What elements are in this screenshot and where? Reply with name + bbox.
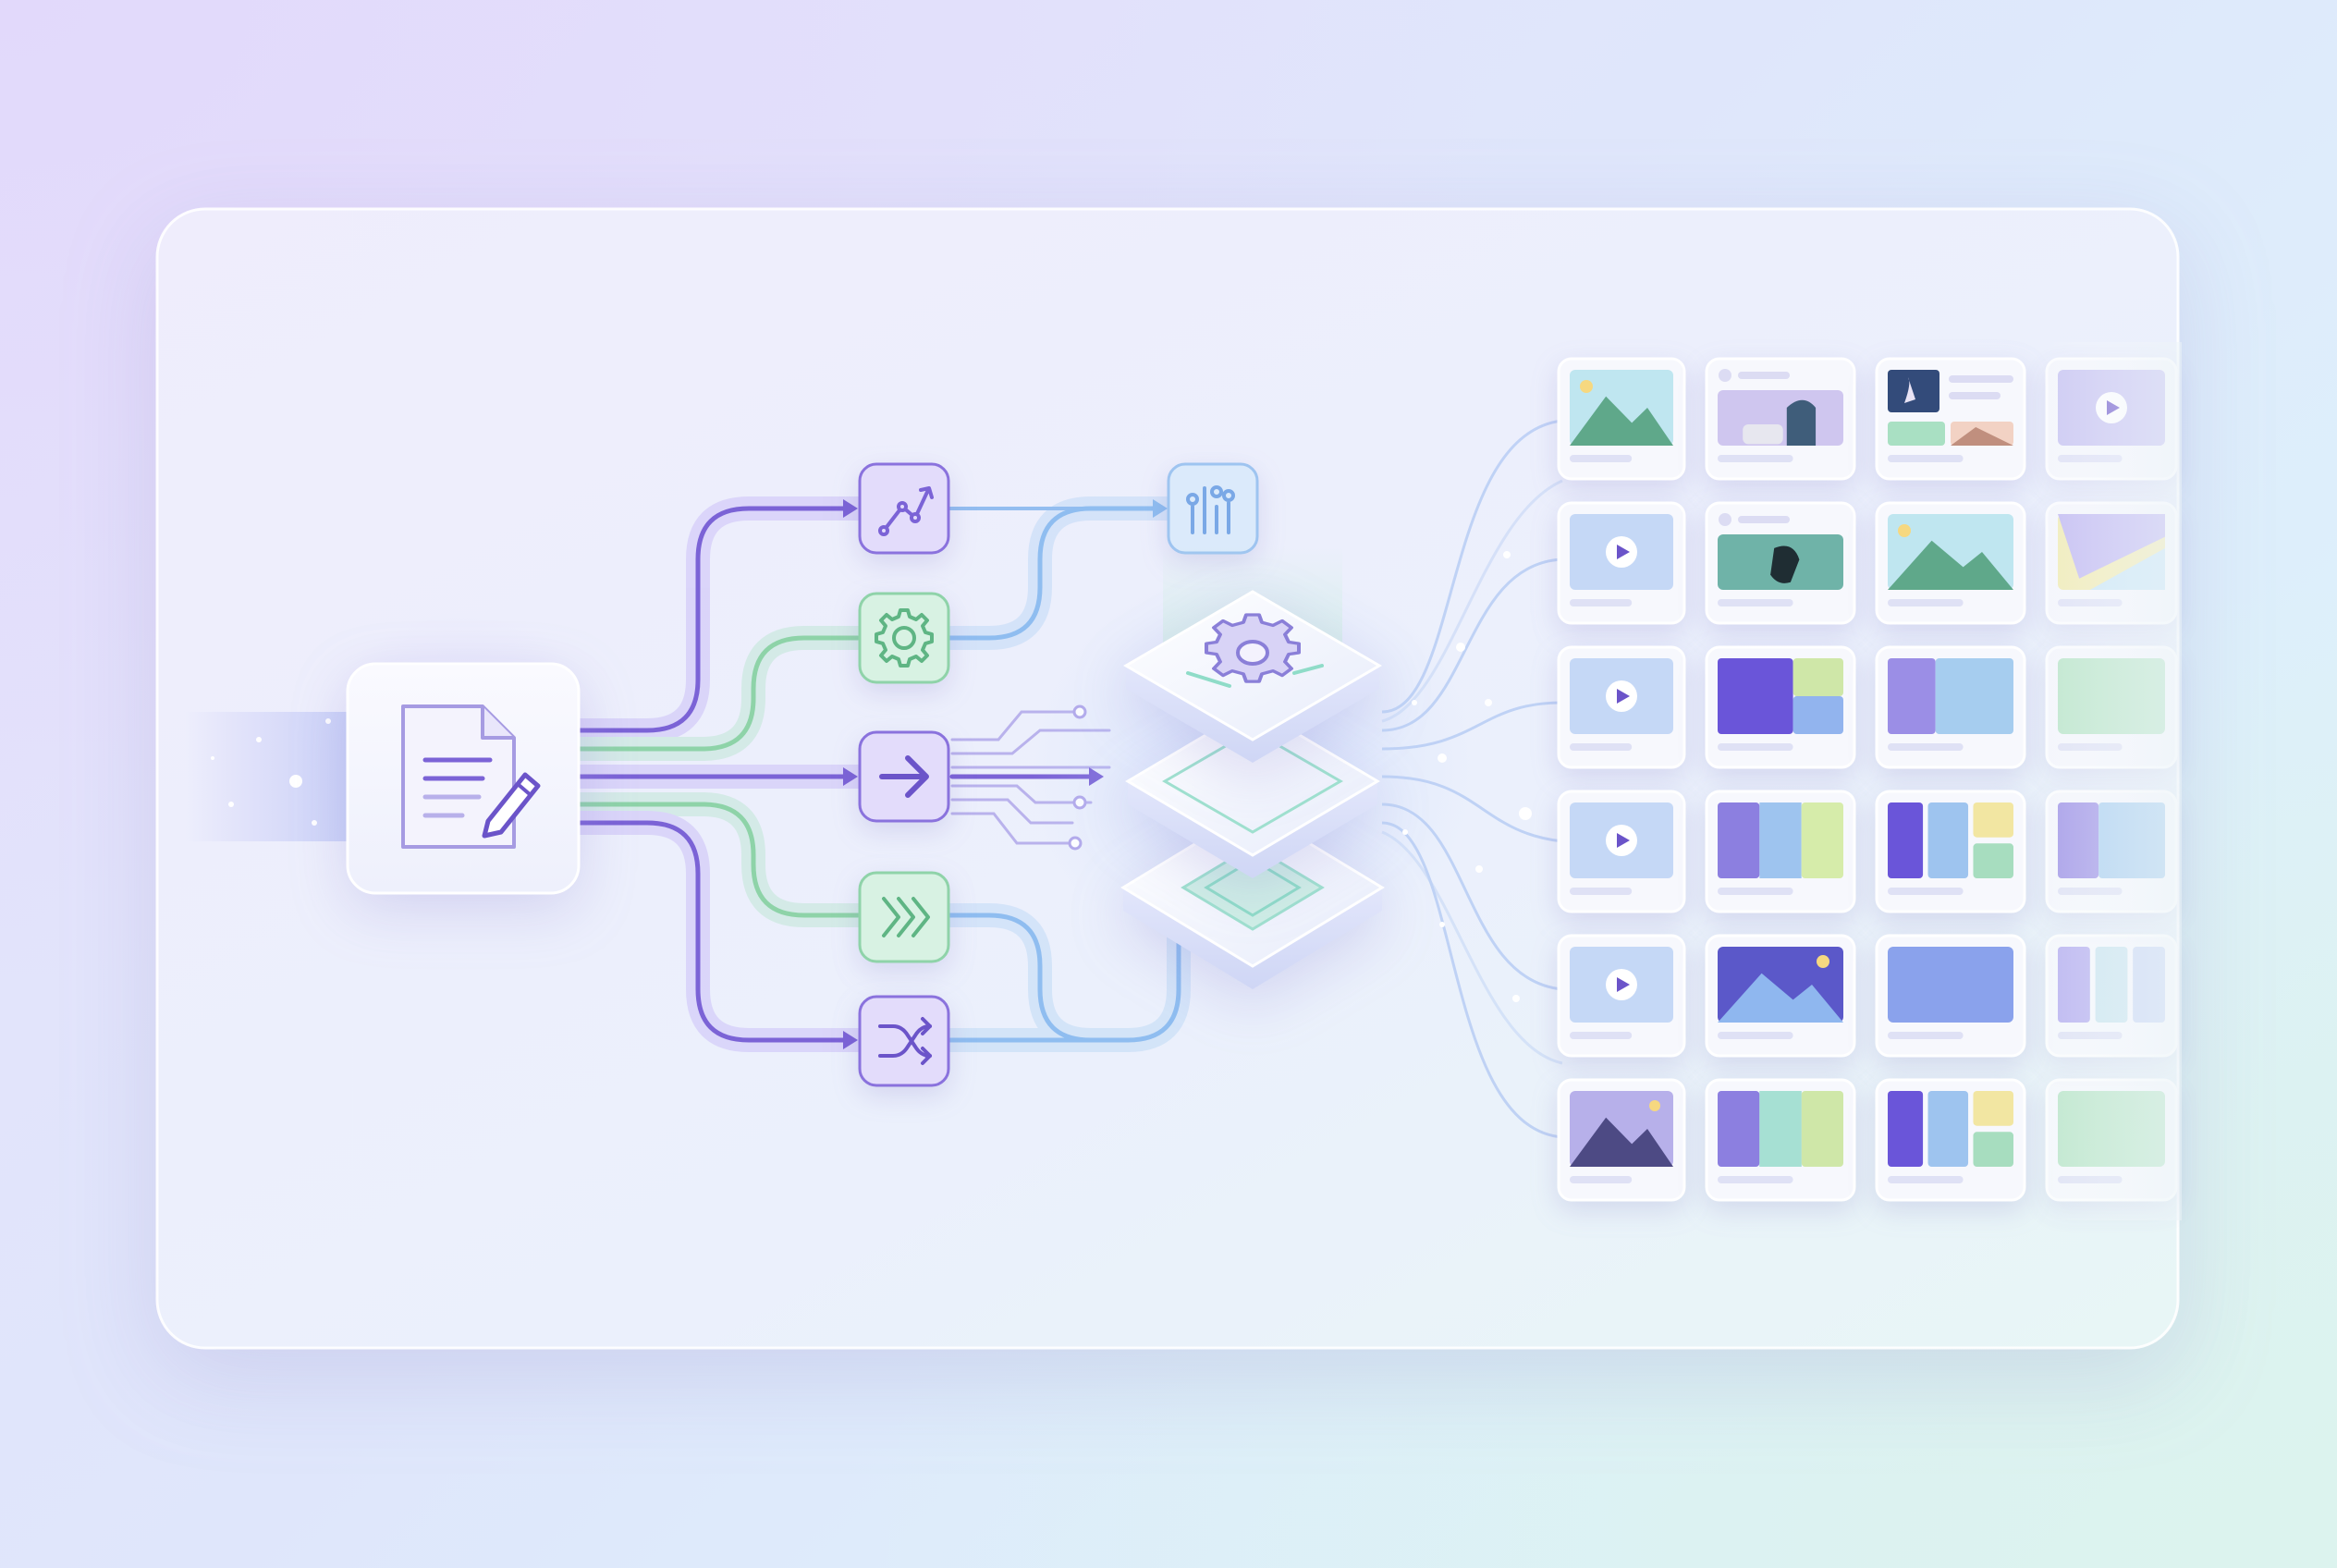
output-card[interactable] [1705, 1078, 1856, 1202]
output-card[interactable] [1875, 501, 2026, 625]
connector-to-settings [575, 635, 861, 752]
output-card[interactable] [1705, 645, 1856, 769]
process-node-settings[interactable] [858, 592, 950, 684]
connector-to-trend [575, 506, 849, 733]
output-card[interactable] [1875, 357, 2026, 481]
connector-settings-to-sliders [948, 506, 1158, 641]
process-node-shuffle[interactable] [858, 995, 950, 1087]
arrowhead-shuffle [843, 1031, 858, 1049]
output-card[interactable] [1875, 790, 2026, 913]
output-card[interactable] [1875, 645, 2026, 769]
arrowhead-forward [843, 767, 858, 786]
grid-edge-fade [2034, 342, 2182, 1220]
output-card[interactable] [1705, 790, 1856, 913]
arrow-right-icon [879, 755, 929, 798]
gear-icon [875, 608, 934, 668]
trend-line-icon [878, 486, 934, 536]
output-card[interactable] [1557, 790, 1686, 913]
shuffle-icon [878, 1017, 932, 1065]
card-thumbnail [1570, 370, 1673, 462]
triple-chevron-icon [882, 897, 930, 937]
fanout-lines [1381, 419, 1563, 1139]
output-card[interactable] [1875, 934, 2026, 1058]
card-thumbnail [1888, 1091, 2013, 1183]
card-thumbnail [1888, 370, 2013, 462]
card-thumbnail [1718, 658, 1843, 751]
process-node-fast-forward[interactable] [858, 871, 950, 963]
connector-to-shuffle [575, 820, 849, 1043]
connector-fastforward-to-engine [948, 913, 1181, 1043]
output-card[interactable] [1705, 934, 1856, 1058]
card-thumbnail [1718, 369, 1843, 462]
engine-gear-icon [1205, 613, 1301, 683]
document-edit-icon [401, 704, 541, 849]
connector-to-fast-forward [575, 802, 861, 918]
output-card[interactable] [1875, 1078, 2026, 1202]
card-thumbnail [1570, 802, 1673, 895]
output-card[interactable] [1705, 501, 1856, 625]
card-thumbnail [1718, 802, 1843, 895]
arrowhead-sliders [1153, 499, 1168, 518]
card-thumbnail [1570, 1091, 1673, 1183]
output-card[interactable] [1557, 934, 1686, 1058]
output-card[interactable] [1705, 357, 1856, 481]
card-thumbnail [1888, 514, 2013, 606]
engine-layer-bottom [1120, 807, 1385, 989]
card-thumbnail [1570, 658, 1673, 751]
card-thumbnail [1718, 513, 1843, 606]
arrowhead-trend [843, 499, 858, 518]
tuning-node[interactable] [1167, 462, 1259, 555]
card-thumbnail [1718, 947, 1843, 1039]
card-thumbnail [1718, 1091, 1843, 1183]
card-thumbnail [1888, 658, 2013, 751]
card-thumbnail [1888, 947, 2013, 1039]
card-thumbnail [1570, 947, 1673, 1039]
output-card[interactable] [1557, 357, 1686, 481]
engine-layer-middle [1125, 705, 1380, 878]
sliders-icon [1186, 485, 1235, 534]
output-card[interactable] [1557, 1078, 1686, 1202]
output-card[interactable] [1557, 645, 1686, 769]
output-card[interactable] [1557, 501, 1686, 625]
card-thumbnail [1570, 514, 1673, 606]
fanout-particles [1402, 551, 1532, 1002]
connector-lines [575, 506, 1181, 1043]
card-thumbnail [1888, 802, 2013, 895]
arrowheads [843, 499, 1168, 1049]
